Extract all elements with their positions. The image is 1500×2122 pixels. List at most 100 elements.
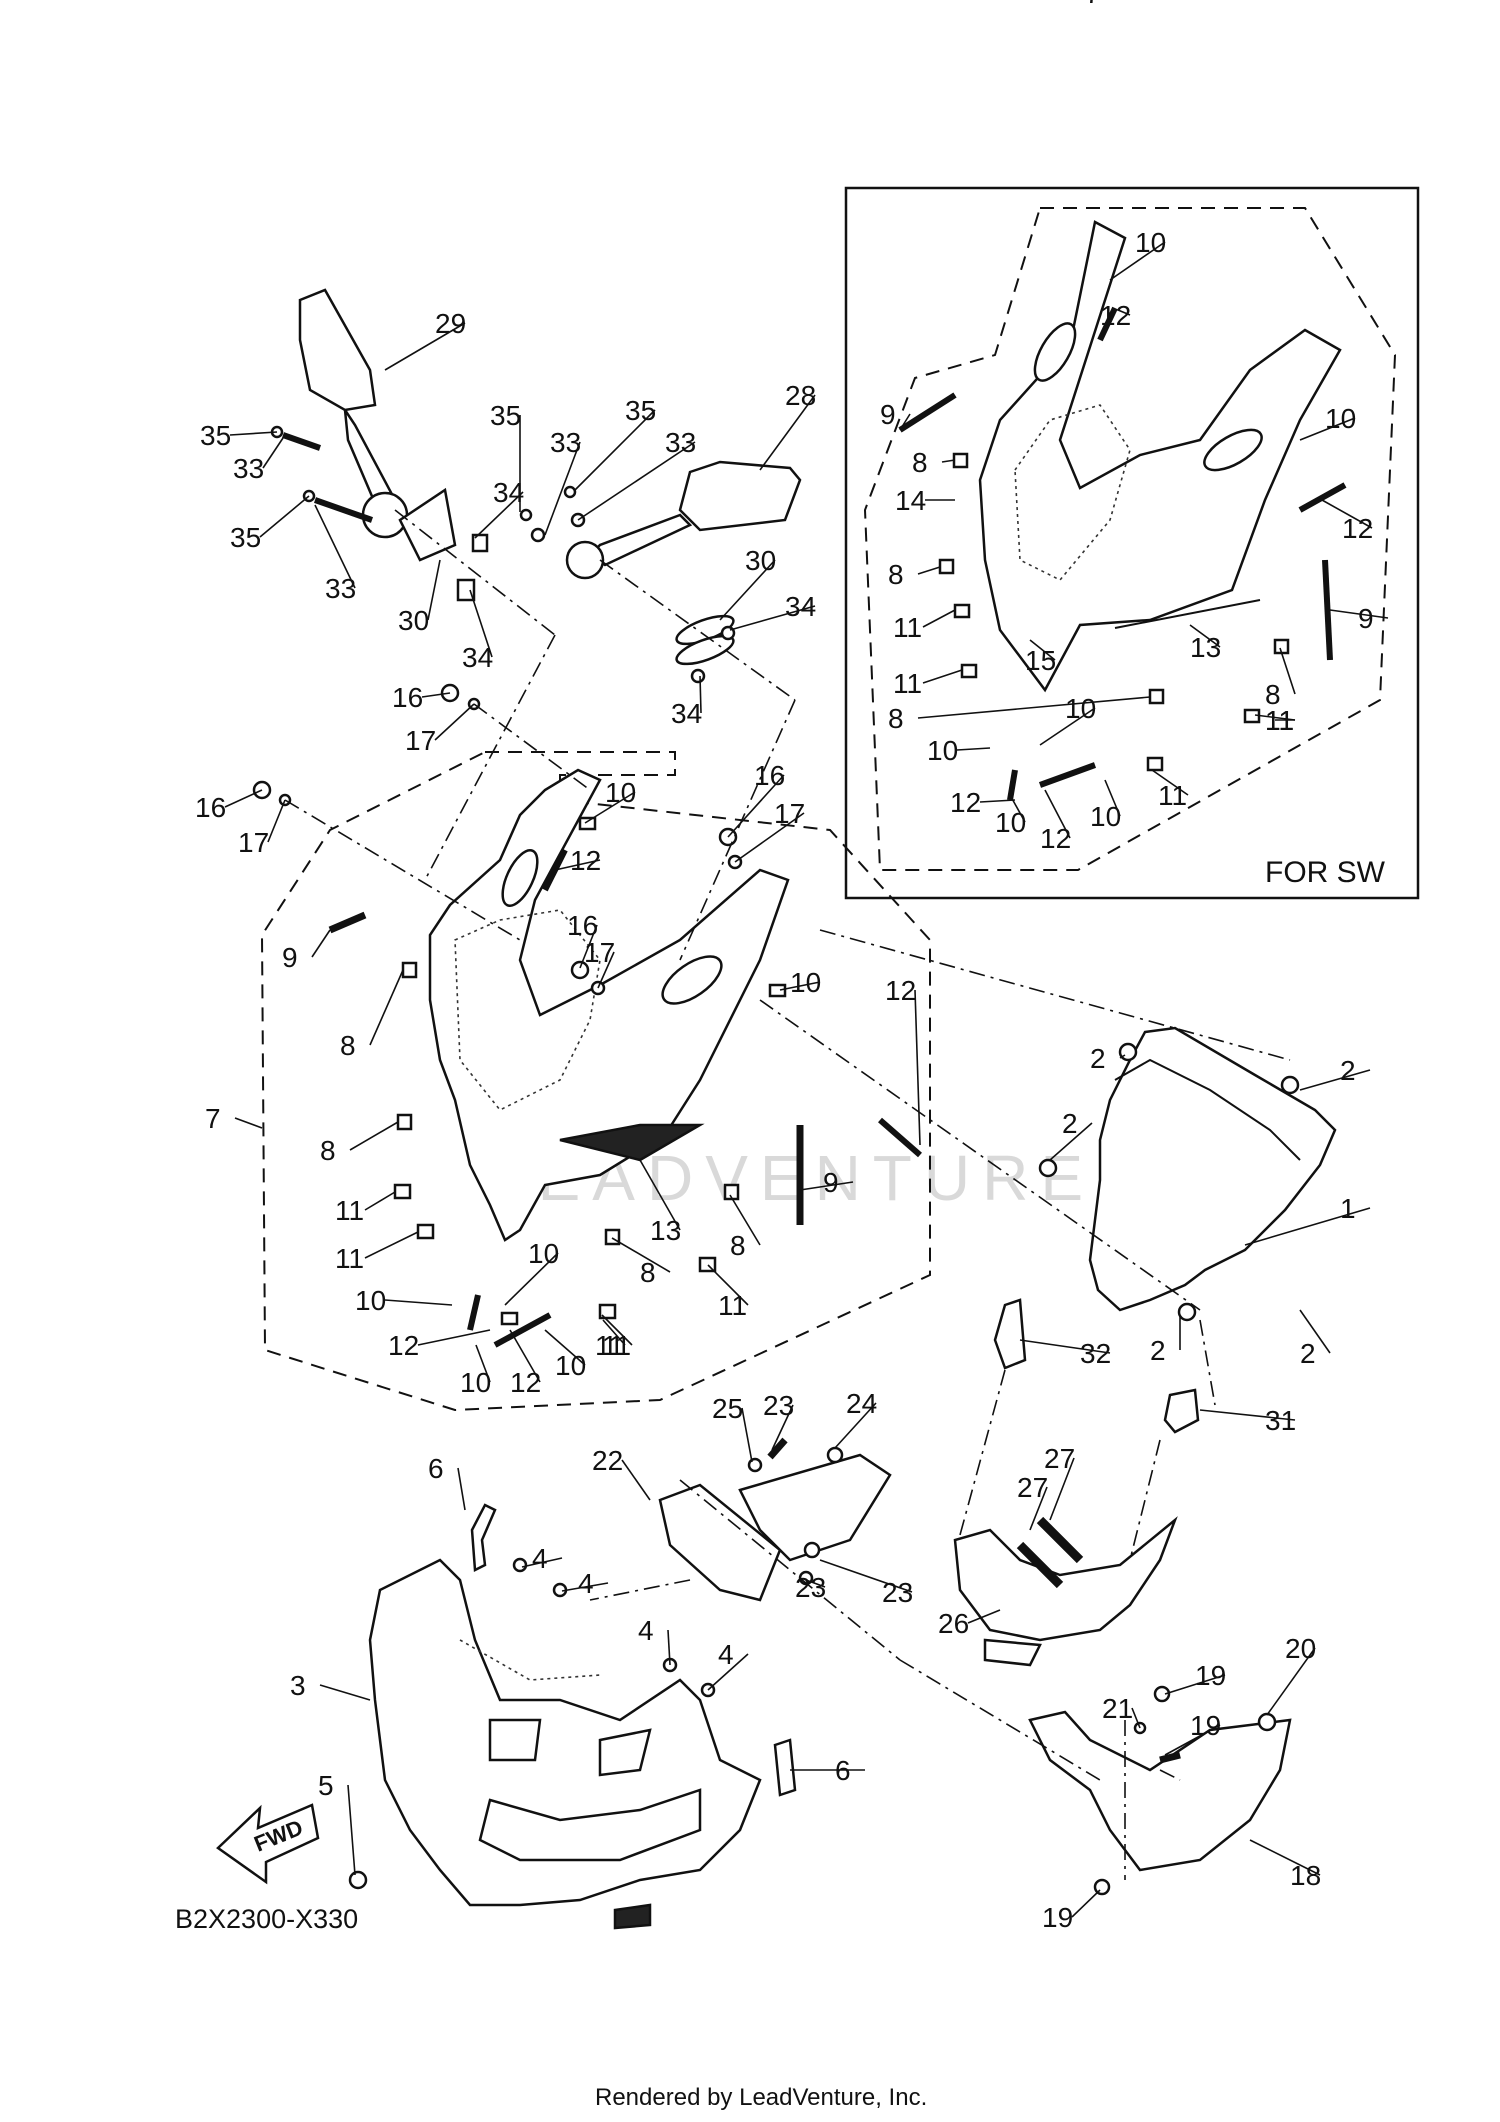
leader-line-33 [544, 441, 581, 536]
inset-strip-9-right [1322, 559, 1333, 661]
inset-clip-8b [938, 558, 955, 575]
leader-line-16 [579, 924, 598, 969]
windshield-shape [1088, 1026, 1337, 1312]
washer-35d [519, 508, 533, 522]
callout-11: 11 [602, 1330, 631, 1361]
screw-33a [282, 432, 321, 451]
collar-34d [690, 668, 706, 684]
under-cover-18 [1028, 1710, 1292, 1872]
clip-8b [396, 1113, 413, 1131]
leader-line-21 [1131, 1707, 1141, 1729]
tape-12-bottom-left [467, 1294, 481, 1331]
callout-8: 8 [730, 1230, 746, 1261]
leader-line-12 [914, 989, 921, 1146]
leader-line-2 [1299, 1069, 1371, 1091]
callout-30: 30 [398, 605, 429, 636]
leader-line-9 [799, 1181, 854, 1191]
windshield-inner-edge [1114, 1058, 1301, 1161]
leader-line-11 [922, 609, 956, 628]
mirror-mount-hole-right [661, 955, 723, 1005]
callout-16: 16 [392, 682, 423, 713]
callout-31: 31 [1265, 1405, 1296, 1436]
lower-cowl-group [348, 1503, 797, 1930]
leader-line-33 [262, 437, 284, 469]
leader-line-16 [727, 774, 785, 838]
leader-line-4 [707, 1653, 749, 1691]
callout-13: 13 [1190, 632, 1221, 663]
leader-line-23 [805, 1579, 826, 1588]
screw-2c [1038, 1158, 1058, 1178]
callout-2: 2 [1090, 1043, 1106, 1074]
leader-line-2 [1299, 1309, 1331, 1354]
leader-line-8 [941, 459, 956, 463]
bolt-23b [803, 1541, 821, 1559]
callout-2: 2 [1340, 1055, 1356, 1086]
inset-dashed-region [863, 207, 1397, 871]
callout-3: 3 [290, 1670, 306, 1701]
callout-16: 16 [567, 910, 598, 941]
callout-35: 35 [230, 522, 261, 553]
callout-9: 9 [282, 942, 298, 973]
leader-line-33 [577, 441, 696, 521]
callout-20: 20 [1285, 1633, 1316, 1664]
callout-12: 12 [1342, 513, 1373, 544]
tape-12-bottom [493, 1312, 552, 1348]
inset-nut-11a [953, 603, 971, 619]
guide-line-3 [599, 559, 796, 701]
fwd-arrow-shape [216, 1803, 320, 1885]
callout-4: 4 [718, 1639, 734, 1670]
callout-34: 34 [493, 477, 524, 508]
leader-line-5 [347, 1784, 356, 1876]
callout-8: 8 [888, 559, 904, 590]
callout-33: 33 [233, 453, 264, 484]
guide-line-5 [819, 929, 1291, 1061]
callout-7: 7 [1085, 0, 1101, 9]
guide-line-11 [899, 1659, 1101, 1781]
leader-line-17 [734, 812, 805, 863]
inset-mirror-hole-right [1203, 428, 1263, 472]
screw-19a [1153, 1685, 1171, 1703]
callout-27: 27 [1017, 1472, 1048, 1503]
callout-34: 34 [462, 642, 493, 673]
callout-19: 19 [1195, 1660, 1226, 1691]
callout-11: 11 [335, 1195, 364, 1226]
callout-33: 33 [550, 427, 581, 458]
callout-17: 17 [584, 937, 615, 968]
bolt-23a [767, 1437, 788, 1460]
callout-26: 26 [938, 1608, 969, 1639]
callout-16: 16 [754, 760, 785, 791]
grommet-20 [1257, 1712, 1277, 1732]
leader-line-11 [364, 1231, 419, 1259]
callout-11: 11 [335, 1243, 364, 1274]
callout-8: 8 [1265, 679, 1281, 710]
washer-10-bottom [500, 1311, 519, 1326]
leader-line-24 [834, 1402, 877, 1449]
leader-line-12 [1117, 309, 1131, 316]
leader-line-20 [1266, 1647, 1316, 1716]
bolt-16d [570, 960, 590, 980]
callout-33: 33 [325, 573, 356, 604]
screw-33b [314, 497, 373, 523]
callout-12: 12 [570, 845, 601, 876]
callout-1: 1 [1340, 1193, 1356, 1224]
callout-8: 8 [912, 447, 928, 478]
callout-7: 7 [205, 1103, 221, 1134]
callout-4: 4 [532, 1543, 548, 1574]
fwd-arrow: FWD [216, 1803, 320, 1885]
inset-cowling-shape [978, 220, 1342, 693]
callout-17: 17 [774, 798, 805, 829]
leader-line-19 [1164, 1724, 1221, 1756]
callout-23: 23 [795, 1572, 826, 1603]
leader-line-4 [521, 1557, 563, 1568]
inset-tape-12a [1097, 306, 1118, 342]
bolt-27b [1016, 1541, 1064, 1589]
footer-credit: Rendered by LeadVenture, Inc. [595, 2084, 927, 2111]
callout-17: 17 [238, 827, 269, 858]
callout-6: 6 [428, 1453, 444, 1484]
screw-4a [512, 1557, 528, 1573]
nut-24 [826, 1446, 844, 1464]
inset-for-sw [844, 186, 1420, 900]
cowling-duct-vent [559, 1123, 705, 1162]
callout-10: 10 [605, 777, 636, 808]
